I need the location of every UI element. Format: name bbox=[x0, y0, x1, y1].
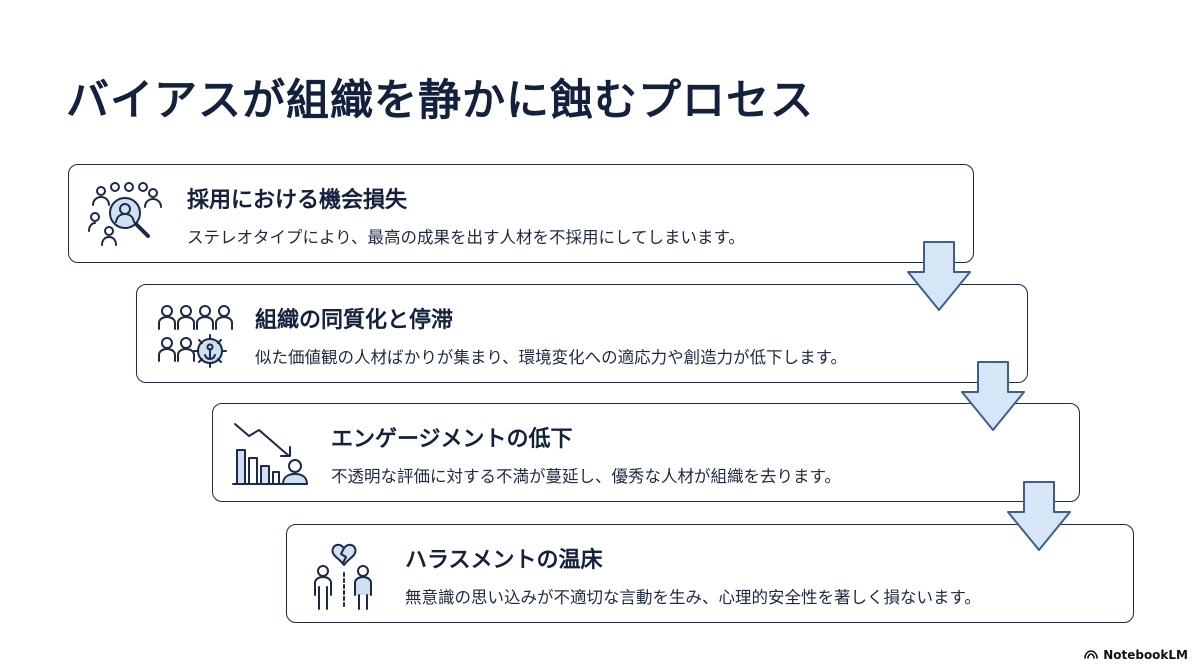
brand-label: NotebookLM bbox=[1103, 648, 1188, 662]
step-card-engagement: エンゲージメントの低下 不透明な評価に対する不満が蔓延し、優秀な人材が組織を去り… bbox=[212, 403, 1080, 502]
broken-heart-people-icon bbox=[305, 539, 383, 611]
homogeneous-team-icon bbox=[155, 299, 233, 371]
step-card-homogenization: 組織の同質化と停滞 似た価値観の人材ばかりが集まり、環境変化への適応力や創造力が… bbox=[136, 284, 1028, 383]
step-description: 無意識の思い込みが不適切な言動を生み、心理的安全性を著しく損ないます。 bbox=[405, 588, 981, 607]
notebooklm-branding: NotebookLM bbox=[1084, 648, 1188, 662]
down-arrow-icon bbox=[906, 240, 972, 312]
step-description: ステレオタイプにより、最高の成果を出す人材を不採用にしてしまいます。 bbox=[187, 228, 745, 247]
down-arrow-icon bbox=[1006, 480, 1072, 552]
step-heading: 組織の同質化と停滞 bbox=[255, 308, 454, 333]
step-heading: 採用における機会損失 bbox=[187, 188, 408, 213]
declining-chart-icon bbox=[231, 418, 309, 490]
step-description: 似た価値観の人材ばかりが集まり、環境変化への適応力や創造力が低下します。 bbox=[255, 348, 848, 367]
down-arrow-icon bbox=[960, 360, 1026, 432]
recruitment-search-icon bbox=[87, 179, 165, 251]
step-heading: エンゲージメントの低下 bbox=[331, 427, 573, 452]
step-card-recruitment: 採用における機会損失 ステレオタイプにより、最高の成果を出す人材を不採用にしてし… bbox=[68, 164, 974, 263]
step-description: 不透明な評価に対する不満が蔓延し、優秀な人材が組織を去ります。 bbox=[331, 467, 841, 486]
step-heading: ハラスメントの温床 bbox=[405, 548, 603, 573]
notebooklm-logo-icon bbox=[1084, 648, 1098, 662]
page-title: バイアスが組織を静かに蝕むプロセス bbox=[66, 76, 814, 126]
step-card-harassment: ハラスメントの温床 無意識の思い込みが不適切な言動を生み、心理的安全性を著しく損… bbox=[286, 524, 1134, 623]
